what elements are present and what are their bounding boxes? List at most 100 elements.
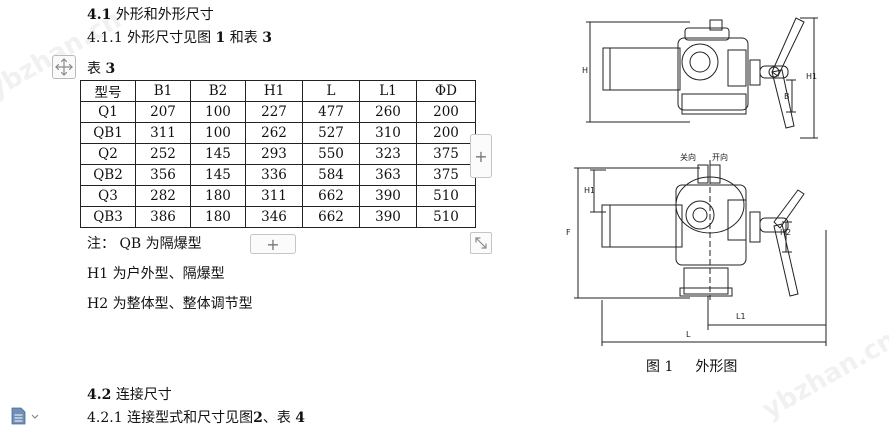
table-cell: 310 <box>359 122 417 144</box>
dimension-label: L <box>686 330 691 339</box>
add-row-button[interactable]: + <box>250 234 296 254</box>
table-cell: QB1 <box>80 122 136 144</box>
table-cell: 584 <box>302 164 360 186</box>
header-h1: H1 <box>245 80 303 102</box>
table-caption: 表 3 <box>87 60 115 78</box>
table-move-handle[interactable] <box>52 55 76 79</box>
subsection-text: 和表 <box>229 30 258 46</box>
table-cell: Q1 <box>80 101 136 123</box>
subsection-number: 4.2.1 <box>87 410 123 426</box>
table-cell: 386 <box>135 206 191 228</box>
dimension-label: H1 <box>806 72 818 81</box>
table-reference: 4 <box>295 410 306 426</box>
table-cell: 145 <box>190 143 246 165</box>
dimension-table: 型号 B1 B2 H1 L L1 ΦD Q1 207 100 227 477 2… <box>80 80 476 228</box>
table-cell: 200 <box>416 101 476 123</box>
subsection-number: 4.1.1 <box>87 30 123 46</box>
table-caption-number: 3 <box>105 61 116 77</box>
table-row: QB1 311 100 262 527 310 200 <box>80 122 476 144</box>
table-cell: 550 <box>302 143 360 165</box>
table-cell: 207 <box>135 101 191 123</box>
table-cell: 100 <box>190 101 246 123</box>
table-cell: 527 <box>302 122 360 144</box>
table-cell: 375 <box>416 164 476 186</box>
table-header-row: 型号 B1 B2 H1 L L1 ΦD <box>80 80 476 102</box>
table-row: QB2 356 145 336 584 363 375 <box>80 164 476 186</box>
resize-icon <box>475 237 487 249</box>
subsection-text: 外形尺寸见图 <box>127 30 212 46</box>
table-row: Q2 252 145 293 550 323 375 <box>80 143 476 165</box>
table-resize-handle[interactable] <box>470 232 492 254</box>
section-heading: 4.1 外形和外形尺寸 <box>87 6 214 24</box>
table-cell: 336 <box>245 164 303 186</box>
section-number: 4.1 <box>87 7 112 23</box>
table-cell: 200 <box>416 122 476 144</box>
table-cell: 227 <box>245 101 303 123</box>
table-row: Q1 207 100 227 477 260 200 <box>80 101 476 123</box>
table-cell: 390 <box>359 206 417 228</box>
dimension-label: B <box>784 92 790 101</box>
header-model: 型号 <box>80 80 136 102</box>
header-phi-d: ΦD <box>416 80 476 102</box>
plus-icon: + <box>266 234 280 254</box>
section-heading: 4.2 连接尺寸 <box>87 386 172 404</box>
dimension-label: L1 <box>736 312 746 321</box>
table-cell: 282 <box>135 185 191 207</box>
dimension-label: H2 <box>780 228 792 237</box>
table-cell: 293 <box>245 143 303 165</box>
table-row: QB3 386 180 346 662 390 510 <box>80 206 476 228</box>
table-cell: 100 <box>190 122 246 144</box>
table-cell: 510 <box>416 206 476 228</box>
table-cell: 311 <box>245 185 303 207</box>
table-cell: QB2 <box>80 164 136 186</box>
figure-reference: 1 <box>215 30 226 46</box>
table-reference: 3 <box>262 30 272 46</box>
section-title: 连接尺寸 <box>115 387 172 403</box>
table-cell: 260 <box>359 101 417 123</box>
table-cell: 180 <box>190 206 246 228</box>
header-l: L <box>302 80 360 102</box>
table-cell: 477 <box>302 101 360 123</box>
figure-caption-text: 外形图 <box>695 359 738 375</box>
section-number: 4.2 <box>87 387 112 403</box>
subsection-line: 4.2.1 连接型式和尺寸见图2、表 4 <box>87 409 305 427</box>
table-cell: 262 <box>245 122 303 144</box>
table-cell: 180 <box>190 185 246 207</box>
table-cell: Q3 <box>80 185 136 207</box>
table-cell: 252 <box>135 143 191 165</box>
figure-caption-label: 图 1 <box>646 359 674 375</box>
table-cell: 390 <box>359 185 417 207</box>
figure-reference: 2 <box>253 410 263 426</box>
subsection-text: 连接型式和尺寸见图 <box>127 410 254 426</box>
note-line: H1 为户外型、隔爆型 <box>87 266 225 282</box>
add-column-button[interactable]: + <box>470 134 492 178</box>
document-icon <box>11 407 39 425</box>
table-cell: QB3 <box>80 206 136 228</box>
dimension-label: H1 <box>584 186 596 195</box>
table-row: Q3 282 180 311 662 390 510 <box>80 185 476 207</box>
table-cell: 145 <box>190 164 246 186</box>
table-cell: 356 <box>135 164 191 186</box>
table-cell: 346 <box>245 206 303 228</box>
paragraph-options-icon[interactable] <box>10 407 40 425</box>
subsection-text: 、表 <box>262 410 291 426</box>
plus-icon: + <box>474 146 488 166</box>
table-cell: 662 <box>302 206 360 228</box>
table-cell: 375 <box>416 143 476 165</box>
dimension-label: H <box>582 66 589 75</box>
note-line: 注： QB 为隔爆型 <box>87 236 202 252</box>
table-cell: 323 <box>359 143 417 165</box>
note-line: H2 为整体型、整体调节型 <box>87 296 253 312</box>
subsection-line: 4.1.1 外形尺寸见图 1 和表 3 <box>87 29 272 47</box>
table-cell: 662 <box>302 185 360 207</box>
header-b2: B2 <box>190 80 246 102</box>
table-caption-label: 表 <box>87 61 101 77</box>
table-cell: 311 <box>135 122 191 144</box>
header-b1: B1 <box>135 80 191 102</box>
table-cell: Q2 <box>80 143 136 165</box>
header-l1: L1 <box>359 80 417 102</box>
dimension-label: F <box>566 228 571 237</box>
open-direction-label: 开向 <box>712 153 728 162</box>
table-cell: 363 <box>359 164 417 186</box>
figure-caption: 图 1 外形图 <box>646 356 737 376</box>
